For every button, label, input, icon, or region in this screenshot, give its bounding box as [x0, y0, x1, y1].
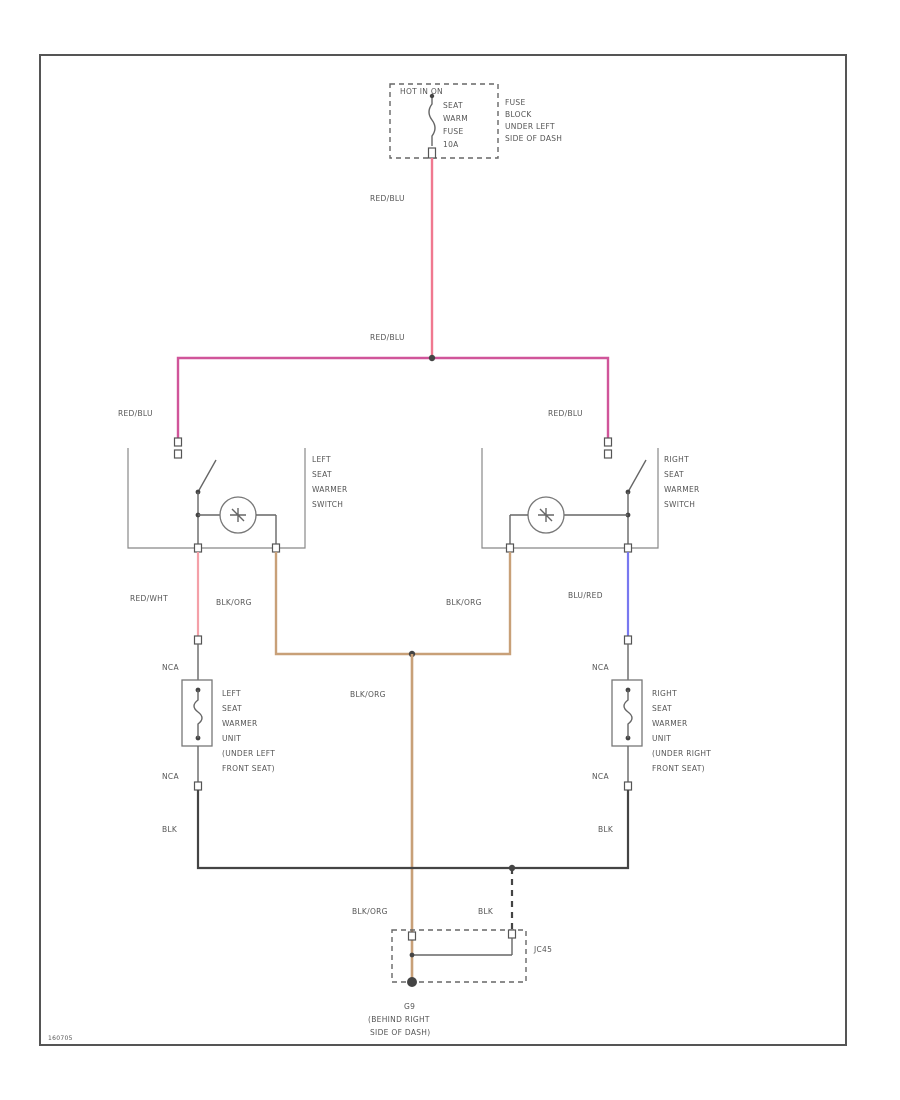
- right-switch-label-1: RIGHT: [664, 455, 689, 464]
- fuse-header: HOT IN ON: [400, 87, 443, 96]
- right-seat-warmer-switch: RIGHT SEAT WARMER SWITCH: [481, 437, 700, 553]
- right-unit-label-1: RIGHT: [652, 689, 677, 698]
- label-bus-red-blu: RED/BLU: [370, 333, 405, 342]
- ground-junction: BLK/ORG BLK JC45 G9 (BEHIND RIGHT SIDE O…: [352, 907, 552, 1037]
- label-fuse-red-blu: RED/BLU: [370, 194, 405, 203]
- label-junction: JC45: [533, 945, 552, 954]
- label-right-blk-org: BLK/ORG: [446, 598, 482, 607]
- right-switch-label-4: SWITCH: [664, 500, 695, 509]
- label-right-red-blu: RED/BLU: [548, 409, 583, 418]
- fuse-component: HOT IN ON SEAT WARM FUSE 10A FUSE BLOCK …: [389, 83, 562, 159]
- bus-splice: [428, 354, 436, 362]
- wire-blk-org-collector: [274, 552, 512, 656]
- left-switch-label-2: SEAT: [312, 470, 332, 479]
- left-unit-label-3: WARMER: [222, 719, 258, 728]
- fuse-name-1: SEAT: [443, 101, 463, 110]
- right-unit-label-4: UNIT: [652, 734, 671, 743]
- fuse-location-1: FUSE: [505, 98, 526, 107]
- fuse-terminal-bottom: [427, 147, 437, 159]
- label-left-red-blu: RED/BLU: [118, 409, 153, 418]
- left-unit-label-1: LEFT: [222, 689, 241, 698]
- left-switch-label-3: WARMER: [312, 485, 348, 494]
- label-left-red-wht: RED/WHT: [130, 594, 168, 603]
- label-right-nca-bottom: NCA: [592, 772, 609, 781]
- ground-point-g9: [407, 977, 417, 987]
- ground-name: G9: [404, 1002, 415, 1011]
- wire-red-blu-bus: [176, 356, 610, 438]
- left-unit-label-6: FRONT SEAT): [222, 764, 275, 773]
- fuse-location-4: SIDE OF DASH: [505, 134, 562, 143]
- fuse-name-2: WARM: [443, 114, 468, 123]
- right-heater-element-icon: [623, 690, 633, 738]
- right-unit-label-2: SEAT: [652, 704, 672, 713]
- label-left-nca-bottom: NCA: [162, 772, 179, 781]
- right-switch-label-3: WARMER: [664, 485, 700, 494]
- label-left-nca-top: NCA: [162, 663, 179, 672]
- right-seat-warmer-unit: NCA NCA RIGHT SEAT WARMER UNIT (UNDER RI…: [592, 635, 711, 791]
- fuse-name-4: 10A: [443, 140, 459, 149]
- label-right-blu-red: BLU/RED: [568, 591, 603, 600]
- left-unit-label-4: UNIT: [222, 734, 241, 743]
- left-unit-label-2: SEAT: [222, 704, 242, 713]
- diagram-frame: [39, 54, 847, 1046]
- label-right-nca-top: NCA: [592, 663, 609, 672]
- right-unit-label-5: (UNDER RIGHT: [652, 749, 711, 758]
- label-left-blk-org: BLK/ORG: [216, 598, 252, 607]
- left-seat-warmer-switch: LEFT SEAT WARMER SWITCH: [127, 437, 348, 553]
- fuse-location-2: BLOCK: [505, 110, 532, 119]
- fuse-name-3: FUSE: [443, 127, 464, 136]
- left-switch-label-4: SWITCH: [312, 500, 343, 509]
- label-center-blk-org: BLK/ORG: [350, 690, 386, 699]
- fuse-terminal-top: [429, 93, 435, 99]
- label-right-blk: BLK: [598, 825, 614, 834]
- ground-location-1: (BEHIND RIGHT: [368, 1015, 430, 1024]
- left-switch-label-1: LEFT: [312, 455, 331, 464]
- label-ground-blk-org: BLK/ORG: [352, 907, 388, 916]
- right-unit-label-3: WARMER: [652, 719, 688, 728]
- label-ground-blk: BLK: [478, 907, 494, 916]
- fuse-location-3: UNDER LEFT: [505, 122, 555, 131]
- wire-blk-return: [196, 790, 630, 870]
- left-seat-warmer-unit: NCA NCA LEFT SEAT WARMER UNIT (UNDER LEF…: [162, 635, 275, 791]
- footer-diagram-id: 160705: [48, 1035, 73, 1042]
- ground-location-2: SIDE OF DASH): [370, 1028, 430, 1037]
- fuse-symbol: [428, 96, 436, 146]
- right-unit-label-6: FRONT SEAT): [652, 764, 705, 773]
- left-unit-label-5: (UNDER LEFT: [222, 749, 275, 758]
- label-left-blk: BLK: [162, 825, 178, 834]
- right-switch-label-2: SEAT: [664, 470, 684, 479]
- left-heater-element-icon: [193, 690, 203, 738]
